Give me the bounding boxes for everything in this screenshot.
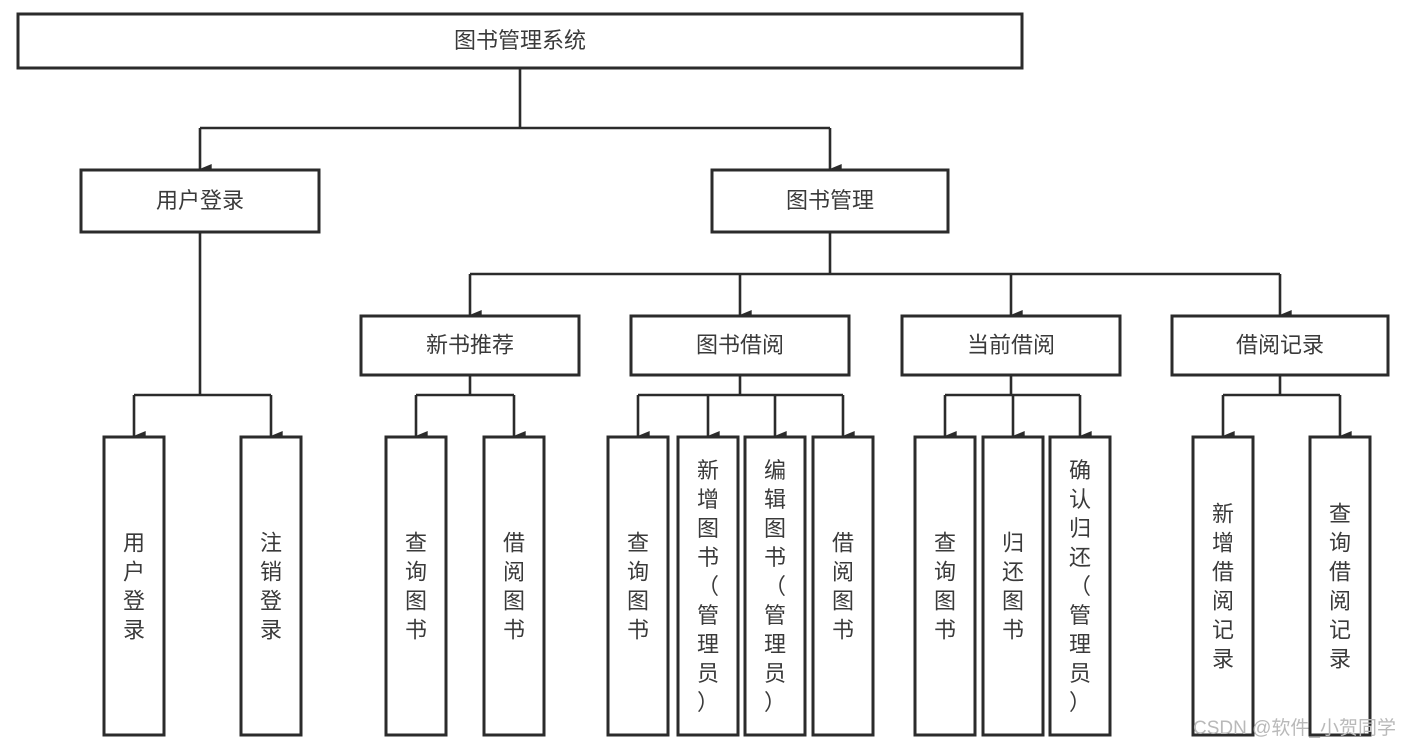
- node-current-borrow[interactable]: 当前借阅: [900, 314, 1122, 377]
- edge-group-book-management: [468, 232, 1292, 320]
- node-label: 查询借阅记录: [1329, 502, 1351, 672]
- node-leaf-query-book-nbr[interactable]: 查询图书: [384, 435, 448, 737]
- node-leaf-borrow-book-nbr[interactable]: 借阅图书: [482, 435, 546, 737]
- node-leaf-query-book-bb[interactable]: 查询图书: [606, 435, 670, 737]
- node-label: 查询图书: [405, 531, 427, 643]
- node-leaf-return-book[interactable]: 归还图书: [981, 435, 1045, 737]
- node-label: 新增借阅记录: [1212, 502, 1234, 672]
- node-label: 归还图书: [1002, 531, 1024, 643]
- node-leaf-edit-book[interactable]: 编辑图书（管理员）: [743, 435, 807, 737]
- node-label: 注销登录: [260, 531, 282, 643]
- node-label: 当前借阅: [967, 332, 1055, 357]
- node-box[interactable]: [239, 435, 303, 737]
- node-leaf-borrow-book-bb[interactable]: 借阅图书: [811, 435, 875, 737]
- node-box[interactable]: [102, 435, 166, 737]
- node-label: 新书推荐: [426, 332, 514, 357]
- node-box[interactable]: [606, 435, 670, 737]
- node-box[interactable]: [1308, 435, 1372, 737]
- node-label: 借阅图书: [832, 531, 854, 643]
- node-label: 查询图书: [627, 531, 649, 643]
- node-box[interactable]: [981, 435, 1045, 737]
- node-box[interactable]: [1048, 435, 1112, 737]
- node-book-borrow[interactable]: 图书借阅: [629, 314, 851, 377]
- node-box[interactable]: [913, 435, 977, 737]
- node-leaf-user-login[interactable]: 用户登录: [102, 435, 166, 737]
- node-label: 图书借阅: [696, 332, 784, 357]
- edge-group-new-book-recommend: [414, 375, 526, 441]
- node-book-management[interactable]: 图书管理: [710, 168, 950, 234]
- node-label: 编辑图书（管理员）: [764, 458, 786, 715]
- node-box[interactable]: [710, 168, 950, 234]
- node-box[interactable]: [743, 435, 807, 737]
- node-label: 图书管理: [786, 188, 874, 213]
- node-user-login[interactable]: 用户登录: [79, 168, 321, 234]
- node-box[interactable]: [629, 314, 851, 377]
- node-label: 用户登录: [156, 188, 244, 213]
- edge-group-borrow-record: [1221, 375, 1352, 441]
- edge-group-book-borrow: [636, 375, 855, 441]
- node-box[interactable]: [79, 168, 321, 234]
- node-leaf-confirm-return[interactable]: 确认归还（管理员）: [1048, 435, 1112, 737]
- node-box[interactable]: [1191, 435, 1255, 737]
- node-label: 确认归还（管理员）: [1069, 458, 1091, 715]
- node-leaf-query-record[interactable]: 查询借阅记录: [1308, 435, 1372, 737]
- node-leaf-query-book-cb[interactable]: 查询图书: [913, 435, 977, 737]
- node-box[interactable]: [482, 435, 546, 737]
- node-box[interactable]: [1170, 314, 1390, 377]
- edge-group-current-borrow: [943, 375, 1092, 441]
- nodes-layer: 图书管理系统用户登录图书管理新书推荐图书借阅当前借阅借阅记录用户登录注销登录查询…: [16, 12, 1390, 737]
- edge-group-root: [198, 68, 842, 174]
- node-label: 新增图书（管理员）: [697, 458, 719, 715]
- edge-group-user-login: [132, 232, 283, 441]
- node-label: 借阅图书: [503, 531, 525, 643]
- node-label: 图书管理系统: [454, 28, 586, 53]
- node-box[interactable]: [811, 435, 875, 737]
- node-leaf-add-record[interactable]: 新增借阅记录: [1191, 435, 1255, 737]
- node-box[interactable]: [16, 12, 1024, 70]
- node-leaf-user-logout[interactable]: 注销登录: [239, 435, 303, 737]
- node-box[interactable]: [359, 314, 581, 377]
- node-label: 用户登录: [123, 531, 145, 643]
- node-label: 借阅记录: [1236, 332, 1324, 357]
- node-root[interactable]: 图书管理系统: [16, 12, 1024, 70]
- csdn-watermark: CSDN @软件_小贺同学: [1193, 717, 1396, 739]
- node-label: 查询图书: [934, 531, 956, 643]
- edges-layer: [132, 68, 1352, 441]
- node-leaf-add-book[interactable]: 新增图书（管理员）: [676, 435, 740, 737]
- node-new-book-recommend[interactable]: 新书推荐: [359, 314, 581, 377]
- node-box[interactable]: [676, 435, 740, 737]
- node-box[interactable]: [900, 314, 1122, 377]
- node-borrow-record[interactable]: 借阅记录: [1170, 314, 1390, 377]
- node-box[interactable]: [384, 435, 448, 737]
